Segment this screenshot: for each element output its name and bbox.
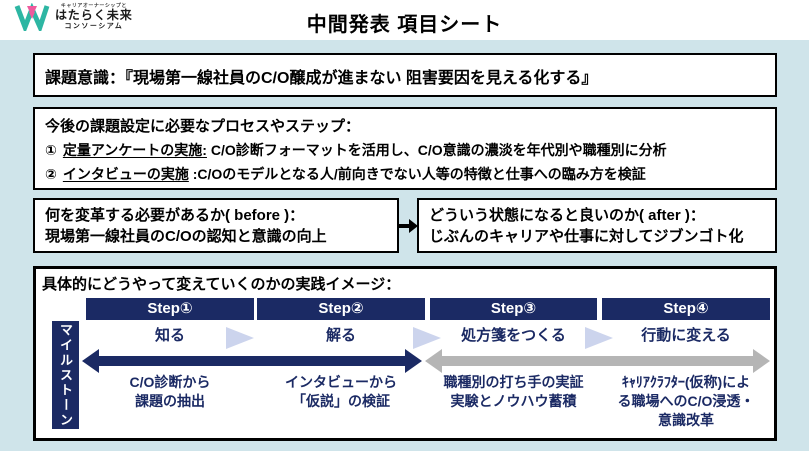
after-line1: どういう状態になると良いのか( after )： — [429, 207, 705, 224]
item-number: ① — [45, 142, 57, 158]
before-line1: 何を変革する必要があるか( before )： — [45, 207, 305, 224]
logo-text: キャリアオーナーシップと はたらく未来 コンソーシアム — [55, 2, 133, 30]
chevron-right-icon — [585, 327, 613, 349]
logo-tagline: キャリアオーナーシップと — [60, 2, 127, 9]
step1-label: 知る — [154, 327, 185, 344]
chevron-right-icon — [226, 327, 254, 349]
practice-title: 具体的にどうやって変えていくのかの実践イメージ： — [42, 276, 401, 293]
step2-description: インタビューから 「仮説」の検証 — [285, 374, 397, 409]
after-box: どういう状態になると良いのか( after )： じぶんのキャリアや仕事に対して… — [417, 198, 777, 253]
step1-header: Step① — [86, 298, 254, 320]
logo-name: はたらく未来 — [55, 8, 133, 23]
item-underlined: インタビューの実施 — [62, 166, 189, 182]
practice-box: 具体的にどうやって変えていくのかの実践イメージ： Step① Step② Ste… — [33, 266, 777, 441]
w-logo-icon — [14, 3, 50, 31]
before-line2: 現場第一線社員のC/Oの認知と意識の向上 — [45, 228, 327, 245]
milestone-bar: マイルストーン — [52, 321, 79, 429]
item-number: ② — [45, 166, 57, 182]
milestone-arrow-gray — [425, 349, 770, 373]
process-title: 今後の課題設定に必要なプロセスやステップ： — [45, 118, 361, 135]
item-rest: C/O診断フォーマットを活用し、C/O意識の濃淡を年代別や職種別に分析 — [206, 142, 667, 158]
before-box: 何を変革する必要があるか( before )： 現場第一線社員のC/Oの認知と意… — [33, 198, 399, 253]
step1-description: C/O診断から 課題の抽出 — [129, 374, 211, 409]
step2-label: 解る — [325, 327, 356, 344]
process-item-2: ② インタビューの実施 :C/Oのモデルとなる人/前向きでない人等の特徴と仕事への… — [45, 164, 765, 184]
after-line2: じぶんのキャリアや仕事に対してジブンゴト化 — [429, 228, 744, 245]
step4-header: Step④ — [602, 298, 770, 320]
item-rest: :C/Oのモデルとなる人/前向きでない人等の特徴と仕事への臨み方を検証 — [188, 166, 646, 182]
step4-label: 行動に変える — [641, 327, 731, 344]
step4-description: ｷｬﾘｱｸﾗﾌﾀｰ(仮称)によ る職場へのC/O浸透・ 意識改革 — [617, 374, 755, 428]
process-item-1: ① 定量アンケートの実施: C/O診断フォーマットを活用し、C/O意識の濃淡を年代… — [45, 140, 765, 160]
step3-label: 処方箋をつくる — [461, 327, 566, 344]
logo-subname: コンソーシアム — [64, 22, 124, 30]
issue-text: 課題意識：『現場第一線社員のC/O醸成が進まない 阻害要因を見える化する』 — [45, 70, 598, 87]
step3-header: Step③ — [430, 298, 597, 320]
page-title: 中間発表 項目シート — [306, 14, 503, 36]
issue-box: 課題意識：『現場第一線社員のC/O醸成が進まない 阻害要因を見える化する』 — [33, 53, 777, 97]
process-box: 今後の課題設定に必要なプロセスやステップ： ① 定量アンケートの実施: C/O診断… — [33, 107, 777, 190]
milestone-arrow-navy — [82, 349, 422, 373]
step2-header: Step② — [257, 298, 425, 320]
consortium-logo: キャリアオーナーシップと はたらく未来 コンソーシアム — [14, 3, 133, 31]
header-bar: キャリアオーナーシップと はたらく未来 コンソーシアム 中間発表 項目シート — [0, 0, 809, 40]
step3-description: 職種別の打ち手の実証 実験とノウハウ蓄積 — [443, 374, 584, 409]
before-after-arrow-icon — [398, 219, 418, 233]
item-underlined: 定量アンケートの実施: — [62, 142, 207, 158]
chevron-right-icon — [413, 327, 441, 349]
